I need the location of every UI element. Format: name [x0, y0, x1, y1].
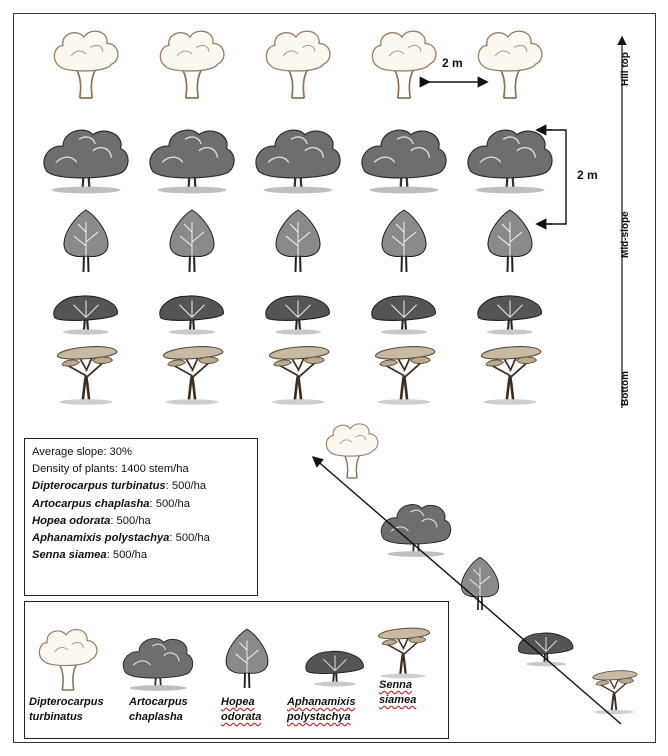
species-name: Aphanamixis polystachya	[32, 532, 169, 544]
species-density: : 500/ha	[107, 549, 147, 561]
vertical-spacing-label: 2 m	[577, 168, 598, 182]
hill-top-label: Hill top	[620, 52, 631, 86]
tree-senna-icon	[57, 347, 116, 405]
tree-dipterocarpus-icon	[266, 31, 330, 98]
species-density-row: Senna siamea: 500/ha	[32, 547, 250, 564]
species-name: Senna siamea	[32, 549, 107, 561]
species-density-row: Artocarpus chaplasha: 500/ha	[32, 496, 250, 513]
legend-label-artocarpus: Artocarpus chaplasha	[129, 695, 188, 725]
species-name: Artocarpus chaplasha	[32, 498, 150, 510]
bottom-label: Bottom	[620, 371, 631, 406]
tree-hopea-icon	[64, 210, 108, 272]
species-name: Hopea odorata	[32, 515, 110, 527]
species-density: : 500/ha	[110, 515, 150, 527]
tree-hopea-icon	[276, 210, 320, 272]
tree-artocarpus-icon	[150, 130, 234, 193]
tree-dipterocarpus-icon	[372, 31, 436, 98]
tree-aphanamixis-icon	[266, 296, 330, 335]
tree-aphanamixis-icon	[372, 296, 436, 335]
species-name: Dipterocarpus turbinatus	[32, 480, 166, 492]
tree-hopea-icon	[382, 210, 426, 272]
tree-artocarpus-icon	[44, 130, 128, 193]
slope-tree-dipterocarpus-icon	[326, 424, 377, 478]
tree-grid	[44, 31, 552, 405]
species-density: : 500/ha	[166, 480, 206, 492]
legend-label-senna: Senna siamea	[379, 678, 416, 708]
legend-label-aphanamixis: Aphanamixis polystachya	[287, 695, 355, 725]
site-info-box: Average slope: 30% Density of plants: 14…	[24, 438, 258, 596]
tree-hopea-icon	[488, 210, 532, 272]
tree-aphanamixis-icon	[160, 296, 224, 335]
species-density-row: Hopea odorata: 500/ha	[32, 513, 250, 530]
species-legend: Dipterocarpus turbinatus Artocarpus chap…	[24, 601, 449, 739]
tree-aphanamixis-icon	[478, 296, 542, 335]
legend-label-hopea: Hopea odorata	[221, 695, 261, 725]
species-density-row: Aphanamixis polystachya: 500/ha	[32, 530, 250, 547]
tree-artocarpus-icon	[256, 130, 340, 193]
legend-label-dipterocarpus: Dipterocarpus turbinatus	[29, 695, 104, 725]
slope-tree-senna-icon	[593, 671, 637, 714]
tree-artocarpus-icon	[362, 130, 446, 193]
average-slope-text: Average slope: 30%	[32, 444, 250, 461]
tree-dipterocarpus-icon	[54, 31, 118, 98]
plant-density-text: Density of plants: 1400 stem/ha	[32, 461, 250, 478]
species-density: : 500/ha	[169, 532, 209, 544]
tree-aphanamixis-icon	[54, 296, 118, 335]
tree-senna-icon	[481, 347, 540, 405]
species-density-row: Dipterocarpus turbinatus: 500/ha	[32, 478, 250, 495]
tree-senna-icon	[375, 347, 434, 405]
species-density: : 500/ha	[150, 498, 190, 510]
tree-senna-icon	[269, 347, 328, 405]
slope-tree-artocarpus-icon	[381, 505, 451, 557]
horizontal-spacing-label: 2 m	[442, 56, 463, 70]
tree-dipterocarpus-icon	[160, 31, 224, 98]
tree-senna-icon	[163, 347, 222, 405]
slope-tree-aphanamixis-icon	[518, 633, 573, 666]
mid-slope-label: Mid-slope	[620, 211, 631, 258]
tree-hopea-icon	[170, 210, 214, 272]
tree-artocarpus-icon	[468, 130, 552, 193]
tree-dipterocarpus-icon	[478, 31, 542, 98]
